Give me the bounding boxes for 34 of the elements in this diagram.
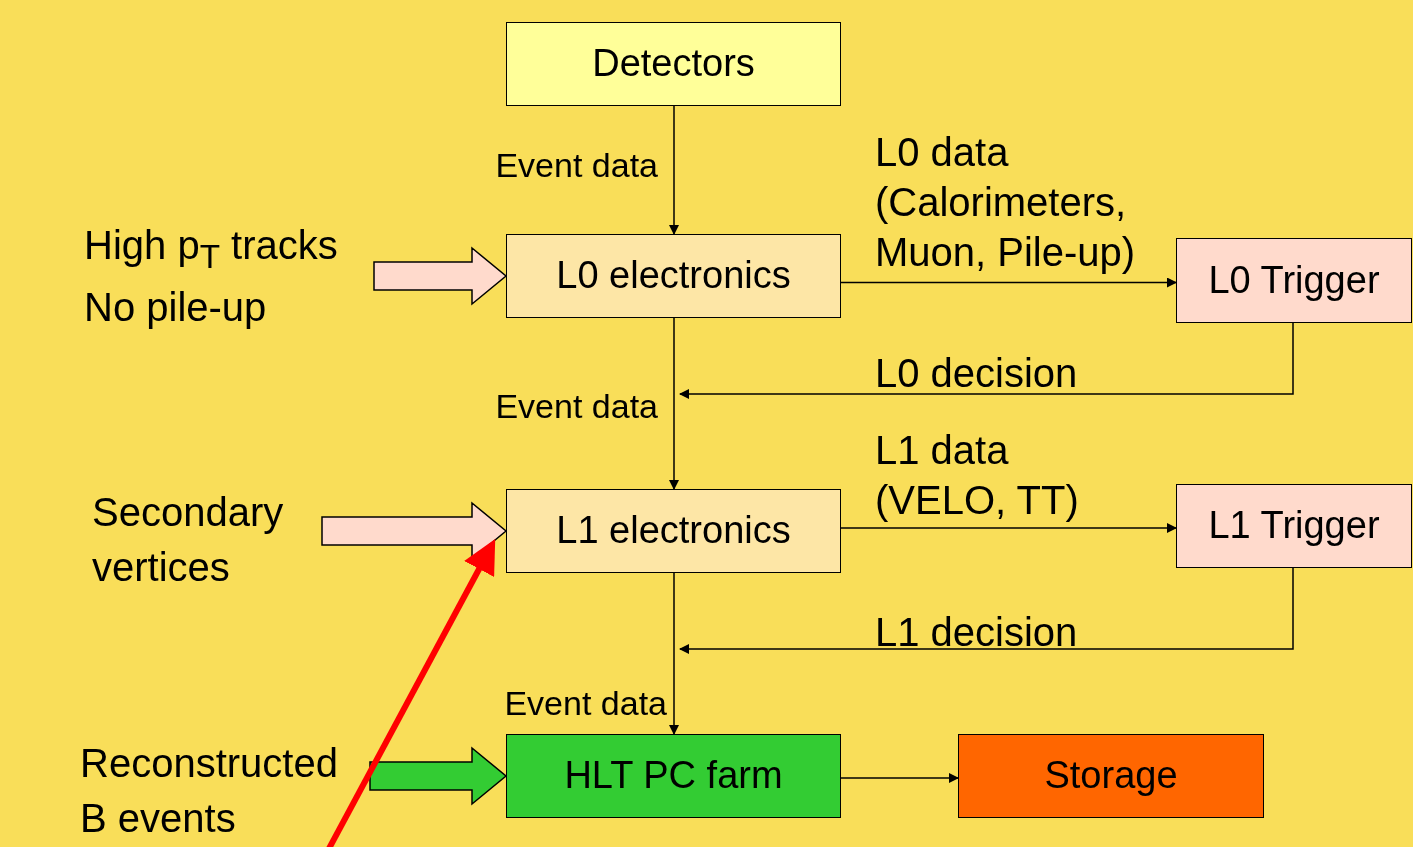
arrow xyxy=(679,322,1294,399)
process-box xyxy=(506,22,841,106)
arrow xyxy=(669,317,679,490)
process-box xyxy=(506,734,841,818)
input-label: High p$_{T}$ tracks No pile-up xyxy=(84,222,339,332)
edge-label: Event data xyxy=(495,386,658,427)
block-arrow xyxy=(373,246,508,306)
edge-label: L1 data (VELO, TT) xyxy=(875,427,1080,524)
input-label: Secondary vertices xyxy=(92,488,285,591)
process-box xyxy=(506,489,841,573)
edge-label: Event data xyxy=(495,145,658,186)
arrow xyxy=(840,277,1177,288)
box-label: L1 Trigger xyxy=(1208,503,1380,549)
process-box xyxy=(1176,238,1412,323)
input-label: Reconstructed B events xyxy=(80,739,339,842)
arrow xyxy=(669,572,679,735)
box-label: Storage xyxy=(1044,753,1178,799)
edge-label: L1 decision xyxy=(875,609,1078,656)
process-box xyxy=(958,734,1264,818)
edge-label: L0 data (Calorimeters, Muon, Pile-up) xyxy=(875,129,1137,276)
box-label: Detectors xyxy=(592,41,755,87)
box-label: HLT PC farm xyxy=(564,753,783,799)
edge-label: Event data xyxy=(504,683,667,724)
box-label: L0 Trigger xyxy=(1208,257,1380,303)
process-box xyxy=(1176,484,1412,568)
arrow xyxy=(679,567,1294,654)
block-arrow xyxy=(369,746,508,806)
process-box xyxy=(506,234,841,318)
arrow xyxy=(669,105,679,235)
box-label: L1 electronics xyxy=(556,508,791,554)
arrow xyxy=(840,523,1177,533)
edge-label: L0 decision xyxy=(875,350,1078,397)
arrow xyxy=(840,773,959,783)
box-label: L0 electronics xyxy=(556,253,791,299)
